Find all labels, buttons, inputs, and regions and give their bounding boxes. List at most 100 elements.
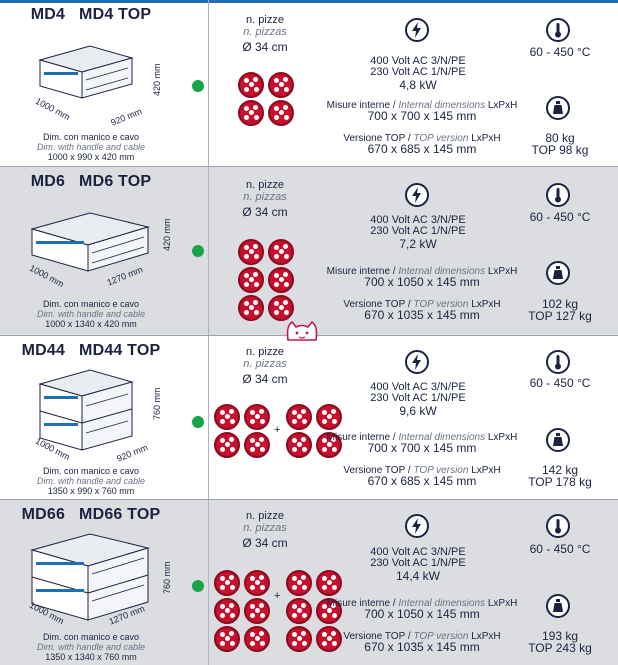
weight: 142 kg bbox=[541, 463, 579, 477]
dims-caption: Dim. con manico e cavo bbox=[42, 132, 140, 142]
weight-block: 80 kg TOP 98 kg bbox=[520, 132, 600, 156]
pizze-label: n. pizze bbox=[246, 510, 284, 522]
pizza-icon bbox=[286, 404, 312, 430]
weight-top: TOP 178 kg bbox=[528, 475, 592, 489]
voltage-1phase: 230 Volt AC 1/N/PE bbox=[370, 225, 466, 237]
voltage-1phase: 230 Volt AC 1/N/PE bbox=[370, 557, 466, 569]
versione-suffix: LxPxH bbox=[468, 465, 501, 476]
misure-label-it: Misure interne / bbox=[326, 266, 399, 277]
power-rating: 4,8 kW bbox=[399, 78, 437, 92]
oven-single-illustration bbox=[38, 45, 134, 99]
voltage-1phase: 230 Volt AC 1/N/PE bbox=[370, 392, 466, 404]
top-version-block: Versione TOP / TOP version LxPxH 670 x 6… bbox=[312, 133, 532, 155]
dims-caption: Dim. con manico e cavo bbox=[42, 299, 140, 309]
pizza-count-label: n. pizze n. pizzas Ø 34 cm bbox=[212, 346, 318, 385]
electrical-spec: 400 Volt AC 3/N/PE 230 Volt AC 1/N/PE 14… bbox=[318, 547, 518, 583]
pizza-icon bbox=[268, 295, 294, 321]
pizza-icon bbox=[316, 598, 342, 624]
temperature-range: 60 - 450 °C bbox=[529, 45, 591, 59]
availability-dot bbox=[192, 580, 204, 592]
dims-caption-en: Dim. with handle and cable bbox=[36, 309, 146, 319]
power-rating: 9,6 kW bbox=[399, 404, 437, 418]
misure-suffix: LxPxH bbox=[485, 100, 518, 111]
overall-dims: 1350 x 1340 x 760 mm bbox=[45, 652, 137, 662]
pizza-icon bbox=[316, 404, 342, 430]
misure-label-en: Internal dimensions bbox=[398, 432, 486, 443]
pizza-icon bbox=[268, 267, 294, 293]
versione-suffix: LxPxH bbox=[468, 299, 501, 310]
misure-label-en: Internal dimensions bbox=[398, 598, 486, 609]
pizza-icon bbox=[244, 598, 270, 624]
height-label: 760 mm bbox=[162, 561, 172, 594]
pizza-icon bbox=[244, 432, 270, 458]
availability-dot bbox=[192, 80, 204, 92]
overall-dims: 1000 x 990 x 420 mm bbox=[47, 152, 135, 162]
versione-suffix: LxPxH bbox=[468, 631, 501, 642]
thermometer-icon bbox=[546, 18, 570, 42]
plus-sign: + bbox=[274, 424, 281, 436]
pizzas-label: n. pizzas bbox=[243, 358, 287, 370]
versione-label-it: Versione TOP / bbox=[343, 299, 414, 310]
pizza-icon bbox=[286, 598, 312, 624]
pizza-icon bbox=[214, 626, 240, 652]
height-label: 420 mm bbox=[152, 63, 162, 96]
electrical-spec: 400 Volt AC 3/N/PE 230 Volt AC 1/N/PE 9,… bbox=[318, 381, 518, 418]
pizza-icon bbox=[286, 432, 312, 458]
model-title: MD6 MD6 TOP bbox=[30, 173, 152, 190]
weight-block: 142 kg TOP 178 kg bbox=[520, 464, 600, 488]
power-rating: 7,2 kW bbox=[399, 237, 437, 251]
electrical-spec: 400 Volt AC 3/N/PE 230 Volt AC 1/N/PE 7,… bbox=[318, 215, 518, 251]
dims-caption-en: Dim. with handle and cable bbox=[36, 642, 146, 652]
power-rating: 14,4 kW bbox=[395, 569, 440, 583]
top-dims: 670 x 685 x 145 mm bbox=[367, 142, 477, 156]
pizza-icon bbox=[238, 267, 264, 293]
versione-label-en: TOP version bbox=[413, 631, 469, 642]
height-label: 760 mm bbox=[152, 387, 162, 420]
pizze-label: n. pizze bbox=[246, 14, 284, 26]
overall-dims-block: Dim. con manico e cavo Dim. with handle … bbox=[0, 132, 182, 162]
weight-top: TOP 98 kg bbox=[531, 143, 589, 157]
electrical-spec: 400 Volt AC 3/N/PE 230 Volt AC 1/N/PE 4,… bbox=[318, 56, 518, 92]
pizza-size: Ø 34 cm bbox=[242, 40, 288, 54]
misure-label-en: Internal dimensions bbox=[398, 266, 486, 277]
model-title: MD4 MD4 TOP bbox=[30, 6, 152, 23]
pizza-icon bbox=[268, 100, 294, 126]
lightning-icon bbox=[405, 350, 429, 374]
temperature-range: 60 - 450 °C bbox=[529, 376, 591, 390]
availability-dot bbox=[192, 416, 204, 428]
misure-label-en: Internal dimensions bbox=[398, 100, 486, 111]
versione-label-en: TOP version bbox=[413, 299, 469, 310]
pizza-icon bbox=[244, 626, 270, 652]
pizza-icon bbox=[268, 239, 294, 265]
voltage-3phase: 400 Volt AC 3/N/PE bbox=[370, 381, 466, 393]
availability-dot bbox=[192, 245, 204, 257]
overall-dims-block: Dim. con manico e cavo Dim. with handle … bbox=[0, 632, 182, 662]
weight-top: TOP 243 kg bbox=[528, 641, 592, 655]
internal-dims-block: Misure interne / Internal dimensions LxP… bbox=[312, 100, 532, 122]
column-divider bbox=[208, 167, 209, 335]
versione-label-en: TOP version bbox=[413, 133, 469, 144]
lightning-icon bbox=[405, 183, 429, 207]
column-divider bbox=[208, 336, 209, 499]
thermometer-icon bbox=[546, 514, 570, 538]
pizza-icon bbox=[316, 570, 342, 596]
pizzas-label: n. pizzas bbox=[243, 26, 287, 38]
overall-dims-block: Dim. con manico e cavo Dim. with handle … bbox=[0, 299, 182, 329]
versione-suffix: LxPxH bbox=[468, 133, 501, 144]
misure-label-it: Misure interne / bbox=[326, 598, 399, 609]
dims-caption-en: Dim. with handle and cable bbox=[36, 476, 146, 486]
pizza-size: Ø 34 cm bbox=[242, 372, 288, 386]
pizza-icon bbox=[286, 570, 312, 596]
top-accent-line bbox=[0, 0, 618, 3]
overall-dims: 1350 x 990 x 760 mm bbox=[47, 486, 135, 496]
model-row-md6: MD6 MD6 TOP 420 mm 1000 mm 1270 mm Dim. … bbox=[0, 167, 618, 336]
pizza-icon bbox=[286, 626, 312, 652]
thermometer-icon bbox=[546, 350, 570, 374]
weight-block: 193 kg TOP 243 kg bbox=[520, 630, 600, 654]
weight: 102 kg bbox=[541, 297, 579, 311]
temperature-range: 60 - 450 °C bbox=[529, 210, 591, 224]
weight-icon bbox=[546, 594, 570, 618]
voltage-1phase: 230 Volt AC 1/N/PE bbox=[370, 66, 466, 78]
internal-dims: 700 x 1050 x 145 mm bbox=[364, 607, 480, 621]
pizza-icon bbox=[268, 72, 294, 98]
